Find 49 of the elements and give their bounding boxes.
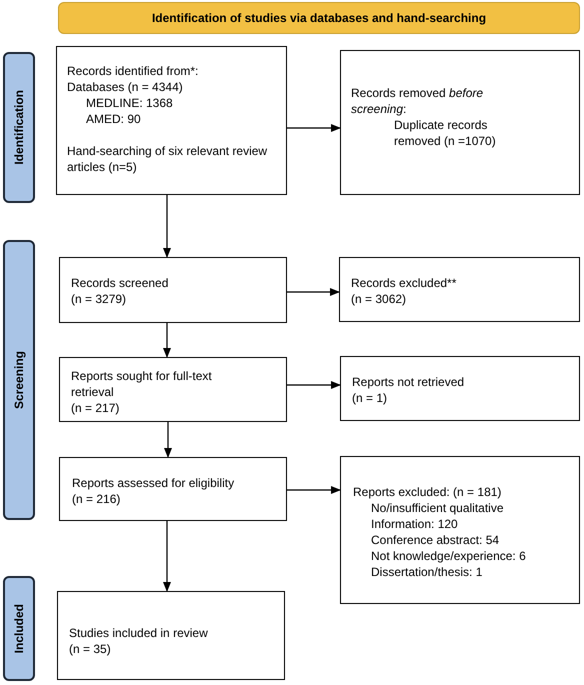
process-box xyxy=(59,257,287,323)
process-box xyxy=(339,257,580,322)
box-text: Reports not retrieved xyxy=(352,374,466,390)
phase-text: Included xyxy=(11,604,27,654)
box-text: Dissertation/thesis: 1 xyxy=(371,564,484,580)
box-text: (n = 35) xyxy=(69,641,112,657)
arrow xyxy=(163,521,171,592)
heading-text: Identification of studies via databases and hand-searching xyxy=(152,10,486,27)
box-text: Conference abstract: 54 xyxy=(371,532,500,548)
box-text: AMED: 90 xyxy=(86,111,142,127)
process-box xyxy=(59,357,287,422)
box-text: Duplicate records removed (n =1070) xyxy=(394,117,497,149)
box-text: Records screened xyxy=(71,275,170,291)
box-text: (n = 1) xyxy=(352,390,388,406)
process-box xyxy=(340,50,580,195)
process-box xyxy=(56,46,287,195)
phase-text: Screening xyxy=(11,350,27,410)
box-text: Databases (n = 4344) xyxy=(67,79,184,95)
arrow xyxy=(287,288,340,296)
box-text: Reports excluded: (n = 181) xyxy=(353,484,502,500)
box-text: Records excluded** xyxy=(351,275,458,291)
box-text: Hand-searching of six relevant review articles (n=5) xyxy=(67,143,268,175)
process-box xyxy=(340,456,580,604)
arrow xyxy=(287,381,341,389)
phase-label xyxy=(3,52,35,203)
process-box xyxy=(57,591,285,680)
arrow xyxy=(287,486,341,494)
heading-banner xyxy=(58,2,580,34)
box-text: No/insufficient qualitative Information: 120 xyxy=(371,500,505,532)
phase-text: Identification xyxy=(11,90,27,165)
box-text: MEDLINE: 1368 xyxy=(86,95,174,111)
box-text: Reports sought for full-text retrieval xyxy=(71,368,213,400)
box-text: Reports assessed for eligibility xyxy=(72,475,236,491)
box-text: (n = 3279) xyxy=(71,291,128,307)
box-text: Records removed before screening: xyxy=(351,85,484,117)
phase-label xyxy=(3,240,35,520)
arrow xyxy=(287,124,341,132)
process-box xyxy=(340,356,580,421)
box-text: Records identified from*: xyxy=(67,63,200,79)
process-box xyxy=(59,457,287,521)
box-text: (n = 217) xyxy=(71,400,120,416)
arrow xyxy=(163,195,171,258)
box-text: (n = 216) xyxy=(72,491,122,507)
arrow xyxy=(163,323,171,358)
box-text: Not knowledge/experience: 6 xyxy=(371,548,527,564)
box-text: Studies included in review xyxy=(69,625,209,641)
arrow xyxy=(164,422,172,458)
phase-label xyxy=(3,576,35,681)
box-text: (n = 3062) xyxy=(351,291,408,307)
